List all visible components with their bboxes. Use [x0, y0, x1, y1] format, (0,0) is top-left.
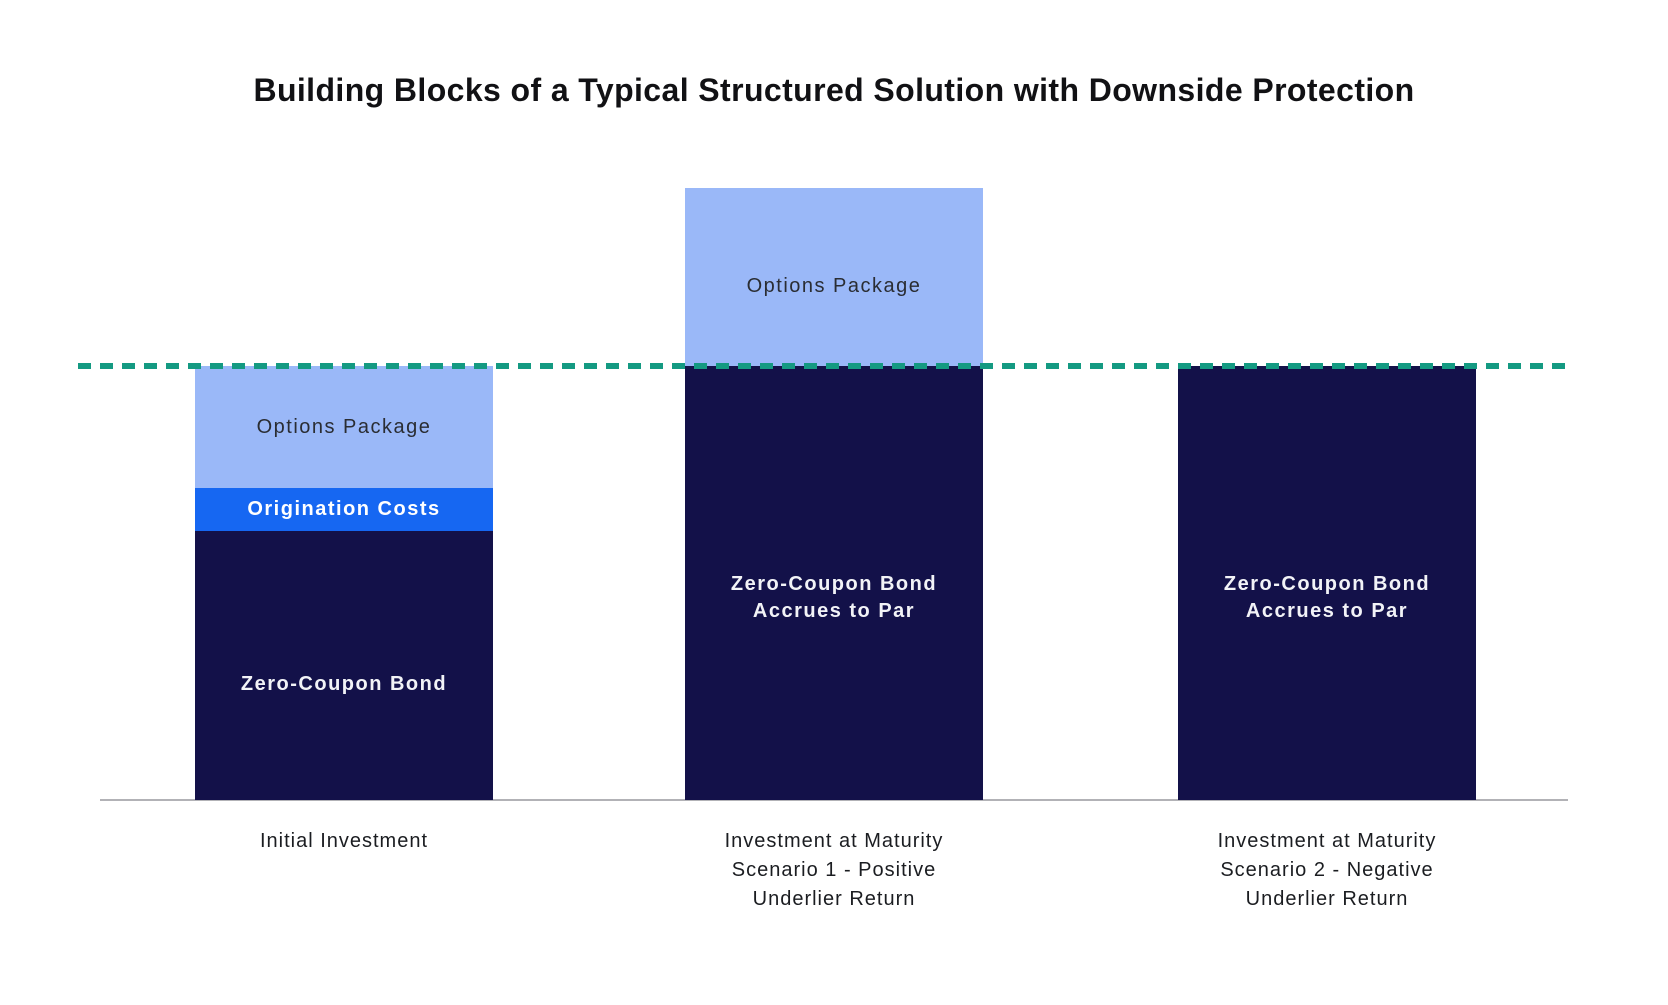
segment-zero-coupon-bond: Zero-Coupon Bond Accrues to Par [1178, 366, 1476, 800]
category-label-initial-investment: Initial Investment [259, 830, 429, 852]
segment-origination-costs: Origination Costs [195, 487, 493, 531]
segment-label-options-package: Options Package [746, 274, 922, 297]
category-label-maturity-scenario-2: Investment at Maturity Scenario 2 - Nega… [1217, 830, 1437, 910]
segment-label-origination-costs: Origination Costs [247, 497, 441, 520]
segment-label-zero-coupon-bond: Zero-Coupon Bond [240, 672, 448, 695]
segment-options-package: Options Package [685, 188, 983, 366]
par-reference-line [78, 363, 1568, 369]
bar-investment-at-maturity-scenario-1-positi: Zero-Coupon Bond Accrues to Par Options P… [685, 188, 983, 800]
segment-label-zero-coupon-bond: Zero-Coupon Bond Accrues to Par [1223, 573, 1431, 622]
segment-zero-coupon-bond: Zero-Coupon Bond Accrues to Par [685, 366, 983, 800]
bar-initial-investment: Zero-Coupon Bond Origination Costs Options… [195, 366, 493, 800]
segment-label-options-package: Options Package [256, 416, 432, 439]
segment-label-zero-coupon-bond: Zero-Coupon Bond Accrues to Par [730, 573, 938, 622]
segment-zero-coupon-bond: Zero-Coupon Bond [195, 530, 493, 800]
chart-title: Building Blocks of a Typical Structured … [253, 72, 1415, 108]
x-axis-line [100, 799, 1568, 801]
segment-options-package: Options Package [195, 366, 493, 488]
bar-investment-at-maturity-scenario-2-negati: Zero-Coupon Bond Accrues to Par [1178, 366, 1476, 800]
category-label-maturity-scenario-1: Investment at Maturity Scenario 1 - Posi… [724, 830, 944, 910]
